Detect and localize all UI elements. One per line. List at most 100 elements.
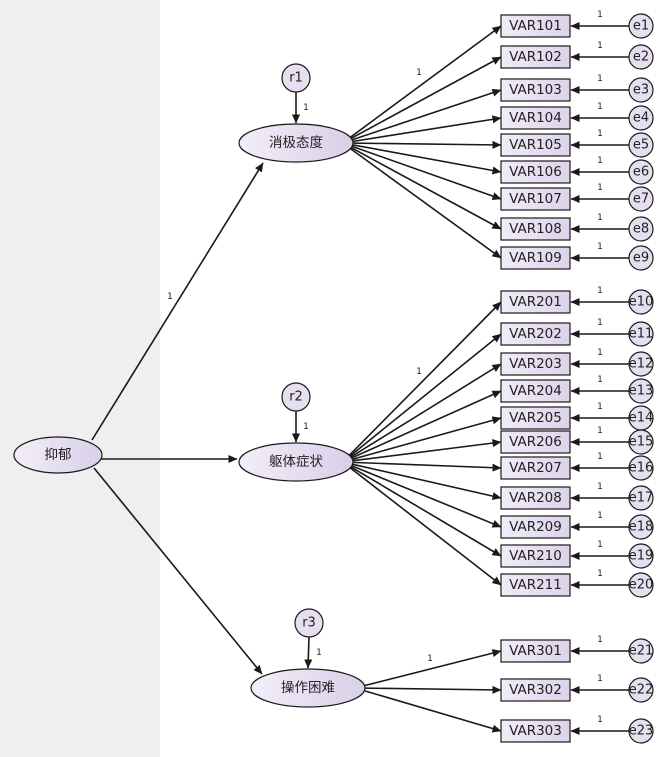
path-label-loading-VAR201: 1 — [416, 367, 422, 377]
path-label-error-e19: 1 — [597, 540, 603, 550]
indicator-VAR208 — [500, 486, 571, 510]
path-label-error-e11: 1 — [597, 318, 603, 328]
indicator-label-VAR101: VAR101 — [509, 18, 562, 34]
loading-path-VAR203 — [348, 363, 502, 459]
error-label-e14: e14 — [629, 411, 654, 426]
path-label-error-e14: 1 — [597, 402, 603, 412]
error-e10 — [628, 289, 654, 315]
indicator-VAR202 — [500, 322, 571, 346]
indicator-VAR108 — [500, 217, 571, 241]
indicator-VAR103 — [500, 78, 571, 102]
indicator-label-VAR302: VAR302 — [509, 682, 562, 698]
path-label-error-e18: 1 — [597, 511, 603, 521]
path-label-error-e6: 1 — [597, 156, 603, 166]
error-label-e10: e10 — [629, 295, 654, 310]
path-label-error-e3: 1 — [597, 74, 603, 84]
latent-factor-1 — [238, 123, 354, 163]
error-e23 — [628, 718, 654, 744]
loading-path-VAR208 — [348, 462, 502, 501]
path-label-loading-VAR301: 1 — [427, 654, 433, 664]
indicator-VAR105 — [500, 133, 571, 157]
indicator-label-VAR203: VAR203 — [509, 356, 562, 372]
path-label-error-e13: 1 — [597, 375, 603, 385]
error-label-e18: e18 — [629, 520, 654, 535]
error-label-e16: e16 — [629, 461, 654, 476]
path-label-error-e21: 1 — [597, 635, 603, 645]
indicator-label-VAR204: VAR204 — [509, 383, 562, 399]
error-label-e1: e1 — [633, 19, 649, 34]
loading-path-VAR109 — [348, 146, 502, 259]
error-label-e4: e4 — [633, 111, 649, 126]
error-e6 — [628, 159, 654, 185]
loading-path-VAR101 — [348, 25, 502, 139]
indicator-VAR204 — [500, 379, 571, 403]
error-e9 — [628, 245, 654, 271]
loading-path-VAR202 — [348, 333, 502, 458]
latent-root — [13, 436, 103, 474]
indicator-label-VAR102: VAR102 — [509, 49, 562, 65]
indicator-label-VAR303: VAR303 — [509, 723, 562, 739]
indicator-label-VAR301: VAR301 — [509, 643, 562, 659]
path-label-structural-1: 1 — [167, 292, 173, 302]
path-label-error-e8: 1 — [597, 213, 603, 223]
indicator-VAR302 — [500, 678, 571, 702]
residual-r1 — [281, 63, 311, 93]
error-label-e21: e21 — [629, 644, 654, 659]
loading-path-VAR205 — [348, 416, 502, 462]
indicator-VAR205 — [500, 406, 571, 430]
path-label-error-e23: 1 — [597, 715, 603, 725]
error-e1 — [628, 13, 654, 39]
error-label-e8: e8 — [633, 222, 649, 237]
indicator-VAR210 — [500, 544, 571, 568]
indicator-label-VAR202: VAR202 — [509, 326, 562, 342]
indicator-VAR104 — [500, 106, 571, 130]
indicator-VAR301 — [500, 639, 571, 663]
path-label-error-e17: 1 — [597, 482, 603, 492]
structural-path-1 — [91, 162, 264, 441]
indicator-VAR102 — [500, 45, 571, 69]
path-label-error-e1: 1 — [597, 10, 603, 20]
loading-path-VAR107 — [348, 144, 502, 200]
path-label-error-e10: 1 — [597, 286, 603, 296]
indicator-label-VAR109: VAR109 — [509, 250, 562, 266]
loading-path-VAR302 — [360, 685, 502, 694]
error-e21 — [628, 638, 654, 664]
path-label-error-e20: 1 — [597, 569, 603, 579]
error-e2 — [628, 44, 654, 70]
loading-path-VAR206 — [348, 439, 502, 462]
path-label-error-e2: 1 — [597, 41, 603, 51]
indicator-VAR203 — [500, 352, 571, 376]
error-e18 — [628, 514, 654, 540]
indicator-label-VAR107: VAR107 — [509, 191, 562, 207]
error-label-e22: e22 — [629, 683, 654, 698]
error-e16 — [628, 455, 654, 481]
residual-label-r2: r2 — [289, 390, 303, 405]
error-label-e20: e20 — [629, 578, 654, 593]
latent-factor-label-3: 操作困难 — [281, 680, 335, 696]
latent-factor-2 — [238, 442, 354, 482]
error-e5 — [628, 132, 654, 158]
error-e7 — [628, 186, 654, 212]
latent-root-label: 抑郁 — [45, 447, 72, 463]
loading-path-VAR207 — [348, 461, 502, 472]
indicator-label-VAR208: VAR208 — [509, 490, 562, 506]
loading-path-VAR301 — [360, 649, 502, 688]
loading-path-VAR104 — [348, 115, 502, 143]
indicator-label-VAR104: VAR104 — [509, 110, 562, 126]
error-label-e5: e5 — [633, 138, 649, 153]
path-label-error-e7: 1 — [597, 183, 603, 193]
error-label-e19: e19 — [629, 549, 654, 564]
error-label-e6: e6 — [633, 165, 649, 180]
latent-factor-3 — [250, 668, 366, 708]
residual-r3 — [294, 608, 324, 638]
error-e3 — [628, 77, 654, 103]
loading-path-VAR201 — [348, 301, 502, 457]
path-label-error-e15: 1 — [597, 426, 603, 436]
indicator-label-VAR106: VAR106 — [509, 164, 562, 180]
indicator-label-VAR201: VAR201 — [509, 294, 562, 310]
error-e17 — [628, 485, 654, 511]
